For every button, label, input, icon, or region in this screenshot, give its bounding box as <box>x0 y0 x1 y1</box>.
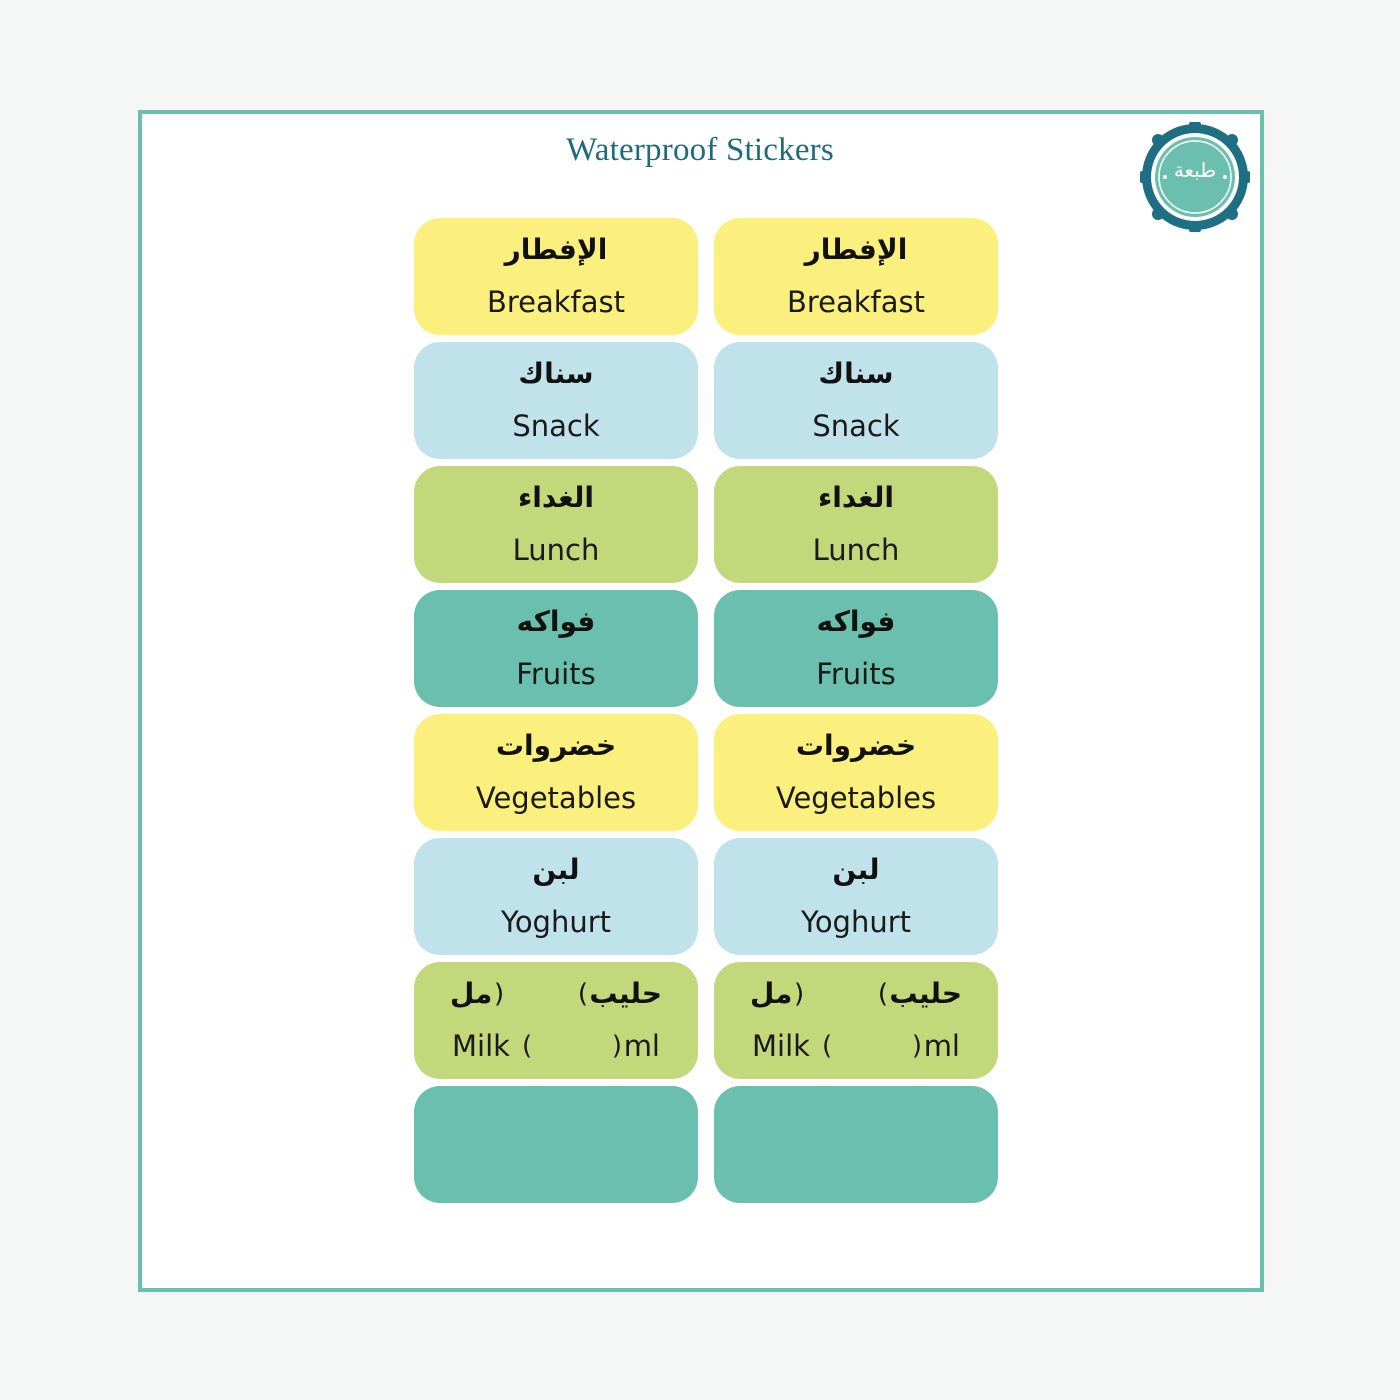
sticker-milk-right: حليب ( ) مل Milk ( ) ml <box>714 962 998 1079</box>
sticker-yoghurt-left: لبن Yoghurt <box>414 838 698 955</box>
sticker-arabic-label: الإفطار <box>804 233 908 266</box>
sticker-english-label: Yoghurt <box>800 905 912 939</box>
sticker-arabic-label: سناك <box>818 357 894 390</box>
sticker-snack-right: سناك Snack <box>714 342 998 459</box>
sticker-english-label: Lunch <box>512 533 600 567</box>
sticker-english-label: Fruits <box>516 657 596 691</box>
milk-word-ar: حليب <box>889 977 962 1010</box>
milk-unit-en: ml <box>923 1029 960 1063</box>
open-paren: ( <box>577 979 588 1009</box>
open-paren: ( <box>822 1031 833 1061</box>
sticker-english-label: Snack <box>812 409 900 443</box>
sticker-sheet-frame <box>138 110 1264 1292</box>
sticker-arabic-label: خضروات <box>495 729 617 762</box>
page-title: Waterproof Stickers <box>566 132 834 168</box>
sticker-fruits-right: فواكه Fruits <box>714 590 998 707</box>
milk-word-en: Milk <box>752 1029 810 1063</box>
sticker-lunch-left: الغداء Lunch <box>414 466 698 583</box>
sticker-english-label: Lunch <box>812 533 900 567</box>
close-paren: ) <box>911 1031 922 1061</box>
sticker-lunch-right: الغداء Lunch <box>714 466 998 583</box>
sticker-arabic-label: فواكه <box>516 605 596 638</box>
sticker-english-label: Fruits <box>816 657 896 691</box>
sticker-arabic-label: الإفطار <box>504 233 608 266</box>
sticker-milk-left: حليب ( ) مل Milk ( ) ml <box>414 962 698 1079</box>
sticker-english-label: Snack <box>512 409 600 443</box>
sticker-arabic-label: حليب ( ) مل <box>714 974 998 1014</box>
milk-word-en: Milk <box>452 1029 510 1063</box>
sticker-arabic-label: خضروات <box>795 729 917 762</box>
sticker-fruits-left: فواكه Fruits <box>414 590 698 707</box>
milk-word-ar: حليب <box>589 977 662 1010</box>
sticker-arabic-label: لبن <box>532 853 580 886</box>
sticker-english-label: Yoghurt <box>500 905 612 939</box>
sticker-blank-left <box>414 1086 698 1203</box>
sticker-vegetables-left: خضروات Vegetables <box>414 714 698 831</box>
sticker-yoghurt-right: لبن Yoghurt <box>714 838 998 955</box>
close-paren: ) <box>494 979 505 1009</box>
sticker-breakfast-right: الإفطار Breakfast <box>714 218 998 335</box>
sticker-arabic-label: لبن <box>832 853 880 886</box>
sticker-english-label: Milk ( ) ml <box>414 1026 698 1066</box>
sticker-vegetables-right: خضروات Vegetables <box>714 714 998 831</box>
sticker-english-label: Breakfast <box>786 285 926 319</box>
milk-unit-ar: مل <box>450 977 493 1010</box>
sticker-breakfast-left: الإفطار Breakfast <box>414 218 698 335</box>
open-paren: ( <box>877 979 888 1009</box>
sticker-english-label: Milk ( ) ml <box>714 1026 998 1066</box>
sticker-arabic-label: الغداء <box>517 481 594 514</box>
milk-unit-ar: مل <box>750 977 793 1010</box>
brand-logo-text: طبعة <box>1173 158 1217 182</box>
open-paren: ( <box>522 1031 533 1061</box>
sticker-blank-right <box>714 1086 998 1203</box>
close-paren: ) <box>794 979 805 1009</box>
close-paren: ) <box>611 1031 622 1061</box>
sticker-arabic-label: حليب ( ) مل <box>414 974 698 1014</box>
sticker-english-label: Vegetables <box>775 781 937 815</box>
sticker-arabic-label: سناك <box>518 357 594 390</box>
sticker-arabic-label: فواكه <box>816 605 896 638</box>
sticker-arabic-label: الغداء <box>817 481 894 514</box>
sticker-english-label: Vegetables <box>475 781 637 815</box>
sticker-snack-left: سناك Snack <box>414 342 698 459</box>
sticker-english-label: Breakfast <box>486 285 626 319</box>
brand-logo-seal <box>1140 122 1250 232</box>
milk-unit-en: ml <box>623 1029 660 1063</box>
